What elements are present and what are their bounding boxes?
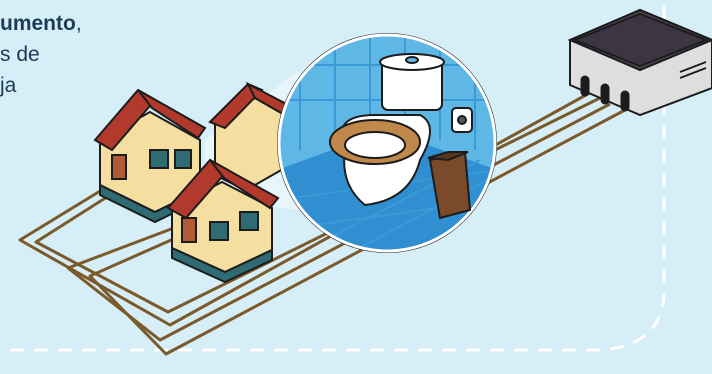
toilet-paper-icon xyxy=(452,108,472,132)
treatment-station-icon xyxy=(570,10,712,115)
bathroom-circle xyxy=(277,33,497,253)
